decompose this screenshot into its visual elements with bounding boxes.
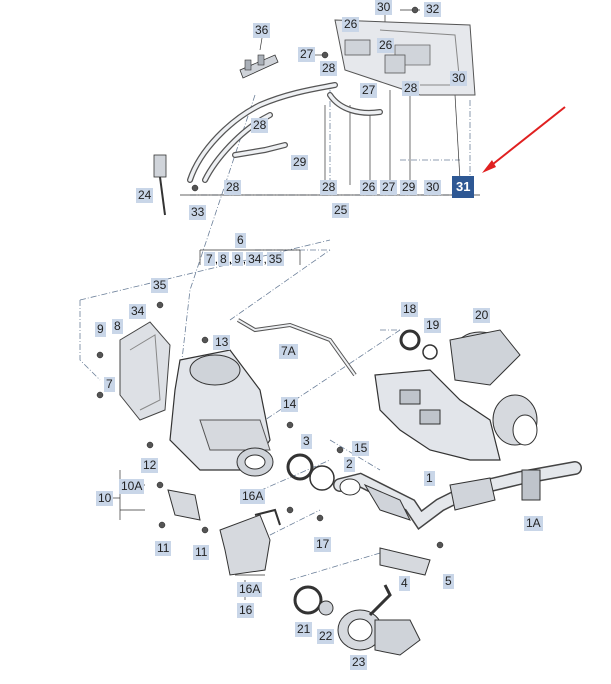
callout-19: 19 [424, 318, 442, 333]
callout-16a: 16A [240, 489, 266, 504]
range-part: 9 [232, 252, 243, 266]
callout-1: 1 [424, 471, 435, 486]
callout-10a: 10A [119, 479, 145, 494]
callout-20: 20 [473, 308, 491, 323]
callout-8: 8 [112, 319, 123, 334]
callout-35: 35 [151, 278, 169, 293]
callout-27: 27 [380, 180, 398, 195]
callout-18: 18 [401, 302, 419, 317]
callout-21: 21 [295, 622, 313, 637]
callout-12: 12 [141, 458, 159, 473]
callout-9: 9 [95, 322, 106, 337]
callout-3: 3 [301, 434, 312, 449]
heat-shield-plate [334, 19, 476, 96]
callout-11: 11 [193, 545, 210, 560]
callout-32: 32 [424, 2, 442, 17]
callout-7a: 7A [279, 344, 298, 359]
callout-13: 13 [213, 335, 231, 350]
sensor-24 [153, 154, 167, 216]
callout-28: 28 [320, 61, 338, 76]
callout-22: 22 [317, 629, 335, 644]
callout-15: 15 [352, 441, 370, 456]
range-part: 8 [218, 252, 229, 266]
pipe-section-23 [337, 584, 421, 656]
callout-24: 24 [136, 188, 154, 203]
callout-36: 36 [253, 23, 271, 38]
range-part: 7 [204, 252, 215, 266]
callout-16: 16 [237, 603, 255, 618]
callout-26: 26 [377, 38, 395, 53]
bracket-36 [239, 54, 279, 79]
callout-17: 17 [314, 537, 332, 552]
callout-34: 34 [129, 304, 147, 319]
range-part: 34 [246, 252, 264, 266]
callout-6: 6 [235, 233, 246, 248]
callout-11: 11 [155, 541, 172, 556]
callout-26: 26 [342, 17, 360, 32]
callout-27: 27 [360, 83, 378, 98]
callout-30: 30 [424, 180, 442, 195]
pointer-arrow [482, 106, 566, 173]
range-label: 7,8,9,34,35 [204, 252, 285, 266]
callout-30: 30 [450, 71, 468, 86]
callout-29: 29 [291, 155, 309, 170]
callout-25: 25 [332, 203, 350, 218]
callout-28: 28 [224, 180, 242, 195]
callout-5: 5 [443, 574, 454, 589]
range-part: 35 [266, 252, 285, 266]
callout-14: 14 [281, 397, 299, 412]
callout-26: 26 [360, 180, 378, 195]
callout-16a: 16A [237, 582, 263, 597]
callout-28: 28 [251, 118, 269, 133]
exhaust-pipe [333, 461, 582, 531]
callout-23: 23 [350, 655, 368, 670]
callout-30: 30 [375, 0, 393, 15]
callout-2: 2 [344, 457, 355, 472]
callout-10: 10 [96, 491, 114, 506]
turbocharger [374, 329, 538, 461]
callout-31[interactable]: 31 [452, 176, 475, 198]
callout-28: 28 [402, 81, 420, 96]
callout-28: 28 [320, 180, 338, 195]
callout-1a: 1A [524, 516, 543, 531]
callout-33: 33 [189, 205, 207, 220]
callout-27: 27 [298, 47, 316, 62]
callout-7: 7 [104, 377, 115, 392]
catalytic-converter [169, 349, 274, 477]
callout-4: 4 [399, 576, 410, 591]
callout-29: 29 [400, 180, 418, 195]
